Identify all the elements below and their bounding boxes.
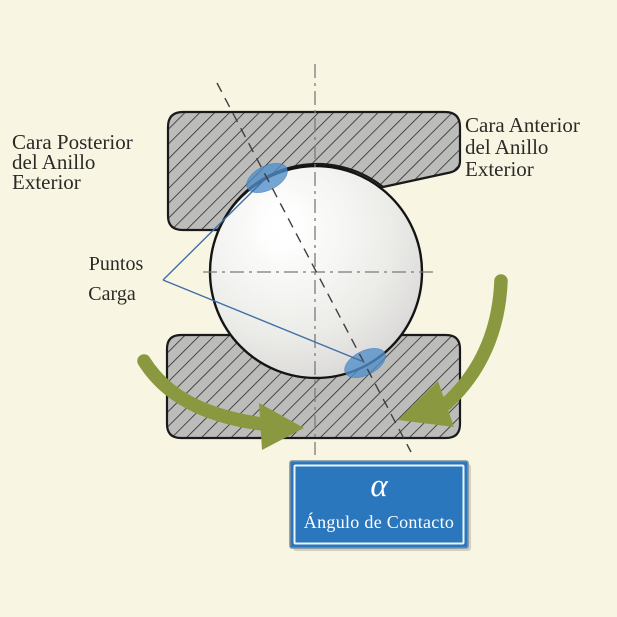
contact-axis-line (216, 82, 412, 453)
contact-angle-box: α Ángulo de Contacto (289, 460, 471, 551)
front-face-line-3: Exterior (465, 157, 534, 181)
contact-angle-caption: Ángulo de Contacto (304, 511, 454, 532)
load-points-pointer-lower (162, 279, 365, 363)
back-face-label: Cara Posterior del Anillo Exterior (12, 130, 133, 194)
front-face-label: Cara Anterior del Anillo Exterior (465, 113, 580, 181)
load-points-line-1: Puntos (89, 253, 144, 275)
load-points-line-2: Carga (88, 283, 136, 305)
load-points-pointer-upper (162, 177, 267, 281)
back-face-line-2: del Anillo (12, 150, 95, 174)
front-face-line-2: del Anillo (465, 135, 548, 159)
load-points-label: Puntos Carga (88, 253, 143, 305)
front-face-line-1: Cara Anterior (465, 113, 580, 137)
rotation-arrow-left (137, 354, 304, 450)
outer-ring-section (166, 110, 462, 232)
back-face-line-1: Cara Posterior (12, 130, 133, 154)
rotation-arrow-right (398, 274, 508, 427)
back-face-line-3: Exterior (12, 170, 81, 194)
contact-angle-symbol: α (370, 468, 388, 504)
ball-highlight (245, 183, 317, 267)
